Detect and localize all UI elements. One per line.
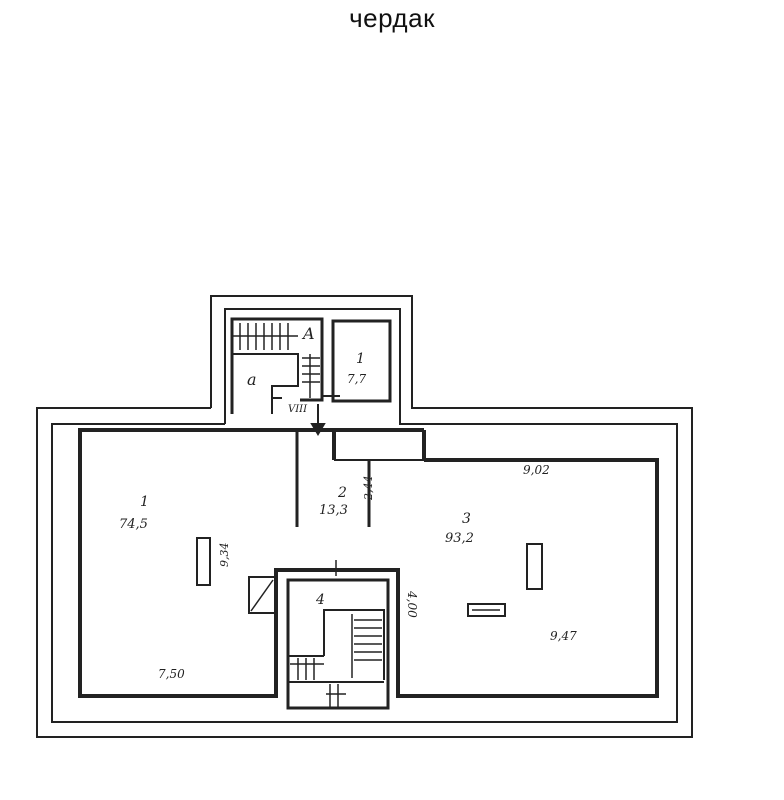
dim-room1-bottom: 7,50 [158, 667, 185, 681]
room-perimeter [78, 428, 659, 698]
room-1-number: 1 [140, 494, 149, 510]
room-4-number: 4 [315, 592, 325, 608]
hatch-box [248, 576, 276, 614]
stairwell-4 [286, 560, 390, 710]
stair-steps-side [302, 354, 320, 398]
entry-mark: VIII [288, 404, 308, 415]
partitions [295, 430, 371, 527]
stair-label-a-small: а [247, 370, 257, 389]
stair-steps-top [232, 323, 298, 350]
stair-room-area: 7,7 [347, 372, 366, 386]
page-title: чердак [349, 3, 435, 33]
dim-room3-top: 9,02 [523, 463, 550, 477]
stair-inner-outline [323, 609, 385, 680]
stair-steps-bottom [290, 614, 382, 708]
outer-outline [36, 295, 693, 738]
inner-wall-line [51, 308, 678, 723]
room-2-area: 13,3 [319, 503, 348, 518]
dim-stair-side: 4,00 [405, 590, 419, 618]
room-3-number: 3 [462, 511, 471, 527]
vent-right [526, 543, 543, 590]
stair-room-left [230, 317, 324, 414]
outer-walls [36, 295, 693, 738]
stair-room-right [331, 319, 392, 403]
stair-block [230, 317, 392, 414]
vent-left [196, 537, 211, 586]
dim-room1-right: 9,34 [218, 543, 231, 568]
vents [196, 537, 543, 617]
stair-label-a: A [301, 324, 315, 343]
rooms-outline [78, 428, 659, 698]
room-1-area: 74,5 [119, 517, 148, 532]
entry-arrow-icon [310, 404, 326, 436]
vent-center [467, 603, 506, 617]
room-2-number: 2 [337, 485, 347, 501]
stair-room-number: 1 [356, 351, 365, 367]
dim-room2-side: 2,44 [362, 476, 375, 502]
room-3-area: 93,2 [445, 531, 474, 546]
dim-room3-bottom: 9,47 [550, 629, 577, 643]
stair-landing [232, 353, 299, 414]
